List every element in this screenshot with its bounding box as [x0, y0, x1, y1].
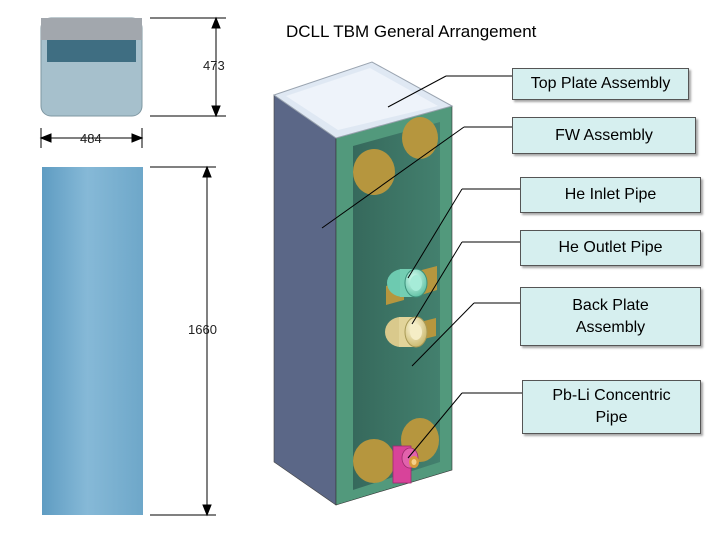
- dimension-label-1660: 1660: [188, 322, 217, 337]
- side-view: [42, 167, 143, 515]
- callout-pb-li-concentric-pipe: Pb-Li Concentric Pipe: [522, 380, 701, 434]
- callout-fw-assembly: FW Assembly: [512, 117, 696, 154]
- leader-lines: [321, 75, 522, 459]
- top-view: [40, 17, 143, 117]
- callout-he-inlet-pipe: He Inlet Pipe: [520, 177, 701, 213]
- diagram-title: DCLL TBM General Arrangement: [286, 22, 537, 41]
- callout-back-plate-assembly: Back Plate Assembly: [520, 287, 701, 346]
- callout-top-plate-assembly: Top Plate Assembly: [512, 68, 689, 100]
- dimension-lines: [39, 16, 226, 517]
- dimension-label-484: 484: [80, 131, 102, 146]
- tbm-3d-model: [272, 61, 454, 506]
- callout-he-outlet-pipe: He Outlet Pipe: [520, 230, 701, 266]
- dimension-label-473: 473: [203, 58, 225, 73]
